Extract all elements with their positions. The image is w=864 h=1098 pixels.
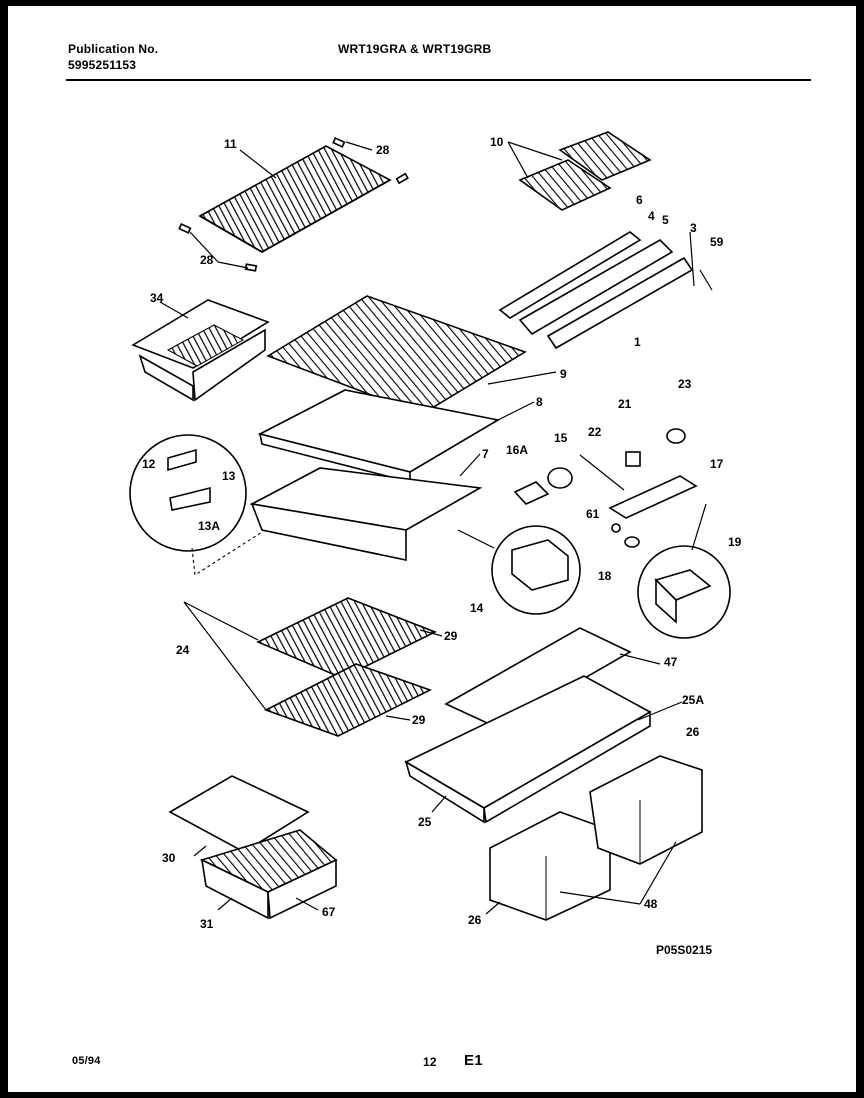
callout-26-lower: 26: [468, 913, 482, 927]
callout-23: 23: [678, 377, 692, 391]
callout-34: 34: [150, 291, 164, 305]
callout-5: 5: [662, 213, 669, 227]
callout-14: 14: [470, 601, 484, 615]
callout-48: 48: [644, 897, 658, 911]
callout-13: 13: [222, 469, 236, 483]
callout-21: 21: [618, 397, 632, 411]
callout-12: 12: [142, 457, 156, 471]
callout-61: 61: [586, 507, 600, 521]
callout-31: 31: [200, 917, 214, 931]
footer-section-code: E1: [464, 1052, 483, 1069]
callout-6: 6: [636, 193, 643, 207]
callout-17: 17: [710, 457, 724, 471]
callout-labels: 11 28 28 10 6 4 5 3 59 1 34 9 8 7 12 13 …: [142, 135, 742, 957]
detail-circle-thermostat: [457, 525, 581, 615]
callout-13a: 13A: [198, 519, 220, 533]
callout-16a: 16A: [506, 443, 528, 457]
callout-7: 7: [482, 447, 489, 461]
leader-lines: [159, 141, 683, 915]
callout-1: 1: [634, 335, 641, 349]
freezer-wire-shelf: [198, 145, 392, 254]
callout-3: 3: [690, 221, 697, 235]
header-rule: [66, 79, 811, 81]
crisper-glass-cover: [444, 627, 632, 729]
callout-15: 15: [554, 431, 568, 445]
callout-25a: 25A: [682, 693, 704, 707]
freezer-shelf-panel: [266, 295, 527, 415]
crisper-drawers: [489, 755, 703, 921]
callout-28-lower: 28: [200, 253, 214, 267]
callout-26-upper: 26: [686, 725, 700, 739]
detail-circle-light-switch: [637, 503, 731, 639]
publication-label: Publication No.: [68, 42, 159, 56]
callout-47: 47: [664, 655, 678, 669]
callout-28-upper: 28: [376, 143, 390, 157]
figure-code: P05S0215: [656, 943, 712, 957]
callout-4: 4: [648, 209, 655, 223]
callout-30: 30: [162, 851, 176, 865]
callout-67: 67: [322, 905, 336, 919]
crisper-frame: [404, 675, 652, 824]
callout-19: 19: [728, 535, 742, 549]
callout-8: 8: [536, 395, 543, 409]
refrigerator-wire-shelves: [256, 597, 437, 737]
model-numbers: WRT19GRA & WRT19GRB: [338, 42, 492, 56]
shelf-base: [257, 389, 501, 484]
publication-number: 5995251153: [68, 58, 137, 72]
footer-page-number: 12: [423, 1055, 437, 1069]
ice-cube-trays: [518, 131, 652, 211]
callout-9: 9: [560, 367, 567, 381]
detail-circle-shelf-clip: [129, 434, 263, 576]
ice-bucket: [131, 299, 270, 402]
footer-date: 05/94: [72, 1055, 101, 1067]
callout-22: 22: [588, 425, 602, 439]
parts-sheet: Publication No. 5995251153 WRT19GRA & WR…: [8, 6, 856, 1092]
callout-11: 11: [224, 137, 237, 151]
light-assembly-parts: [513, 428, 698, 548]
shelf-rail-assembly: [498, 231, 713, 350]
callout-59: 59: [710, 235, 724, 249]
callout-18: 18: [598, 569, 612, 583]
callout-29-upper: 29: [444, 629, 458, 643]
meat-keeper: [168, 775, 338, 920]
callout-25: 25: [418, 815, 432, 829]
freezer-divider: [249, 467, 483, 561]
callout-29-lower: 29: [412, 713, 426, 727]
callout-10: 10: [490, 135, 504, 149]
callout-24: 24: [176, 643, 190, 657]
shelf-support-clips: [178, 137, 409, 272]
